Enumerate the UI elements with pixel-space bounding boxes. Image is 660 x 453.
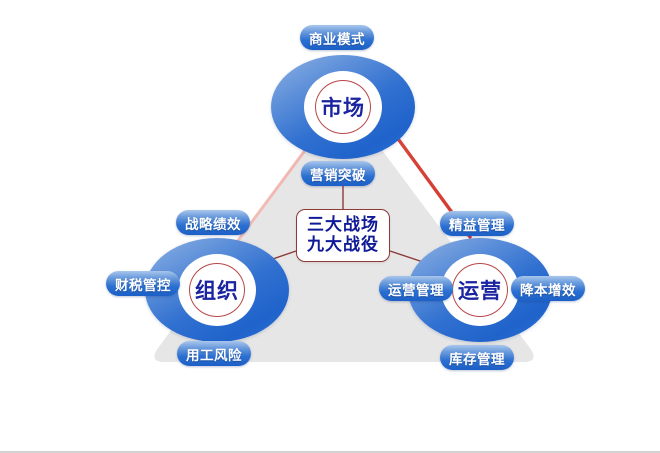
spoke-center-to-operation	[389, 250, 424, 263]
pill-cost-reduction[interactable]: 降本增效	[511, 276, 585, 301]
pill-finance-tax-control[interactable]: 财税管控	[106, 271, 180, 296]
pill-marketing-breakthrough[interactable]: 营销突破	[301, 161, 375, 186]
pill-inventory-management[interactable]: 库存管理	[440, 345, 514, 370]
pill-operation-management[interactable]: 运营管理	[379, 276, 453, 301]
node-market-label: 市场	[321, 96, 365, 120]
node-organization-label: 组织	[195, 279, 239, 303]
center-title-line-1: 三大战场	[307, 215, 379, 235]
center-title-box: 三大战场 九大战役	[296, 209, 390, 262]
node-market-accent-ring	[315, 80, 371, 134]
pill-lean-management[interactable]: 精益管理	[440, 211, 514, 236]
pill-strategy-performance[interactable]: 战略绩效	[176, 210, 250, 235]
pill-business-model[interactable]: 商业模式	[300, 25, 374, 50]
node-operation-label: 运营	[458, 279, 502, 303]
pill-labor-risk[interactable]: 用工风险	[177, 341, 251, 366]
node-market[interactable]: 市场	[271, 55, 415, 159]
node-organization-accent-ring	[189, 263, 245, 317]
center-title-line-2: 九大战役	[307, 235, 379, 255]
